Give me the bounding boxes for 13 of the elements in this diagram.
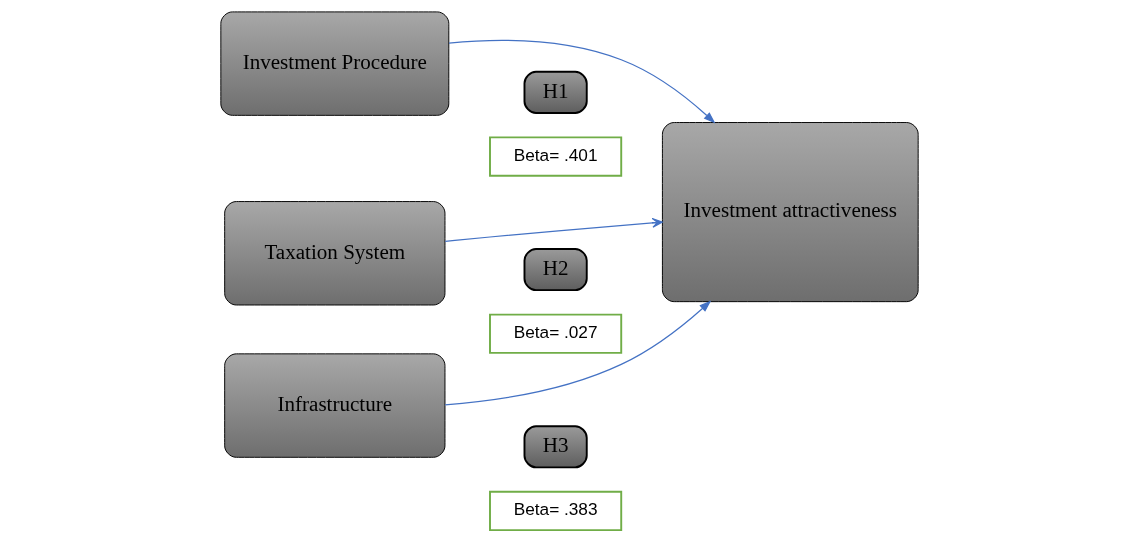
node-box: Taxation System — [224, 201, 446, 306]
node-box: Investment attractiveness — [661, 122, 919, 303]
node-box: Beta= .027 — [489, 313, 623, 354]
node-box: Infrastructure — [224, 353, 446, 458]
arrow — [444, 217, 663, 243]
node-box: Investment Procedure — [220, 11, 450, 116]
arrow — [448, 39, 716, 124]
node-box: Beta= .383 — [489, 490, 623, 532]
node-box: H2 — [523, 248, 588, 292]
node-box: Beta= .401 — [489, 136, 623, 177]
arrow — [444, 300, 712, 406]
node-box: H1 — [523, 70, 588, 114]
node-box: H3 — [523, 425, 588, 469]
